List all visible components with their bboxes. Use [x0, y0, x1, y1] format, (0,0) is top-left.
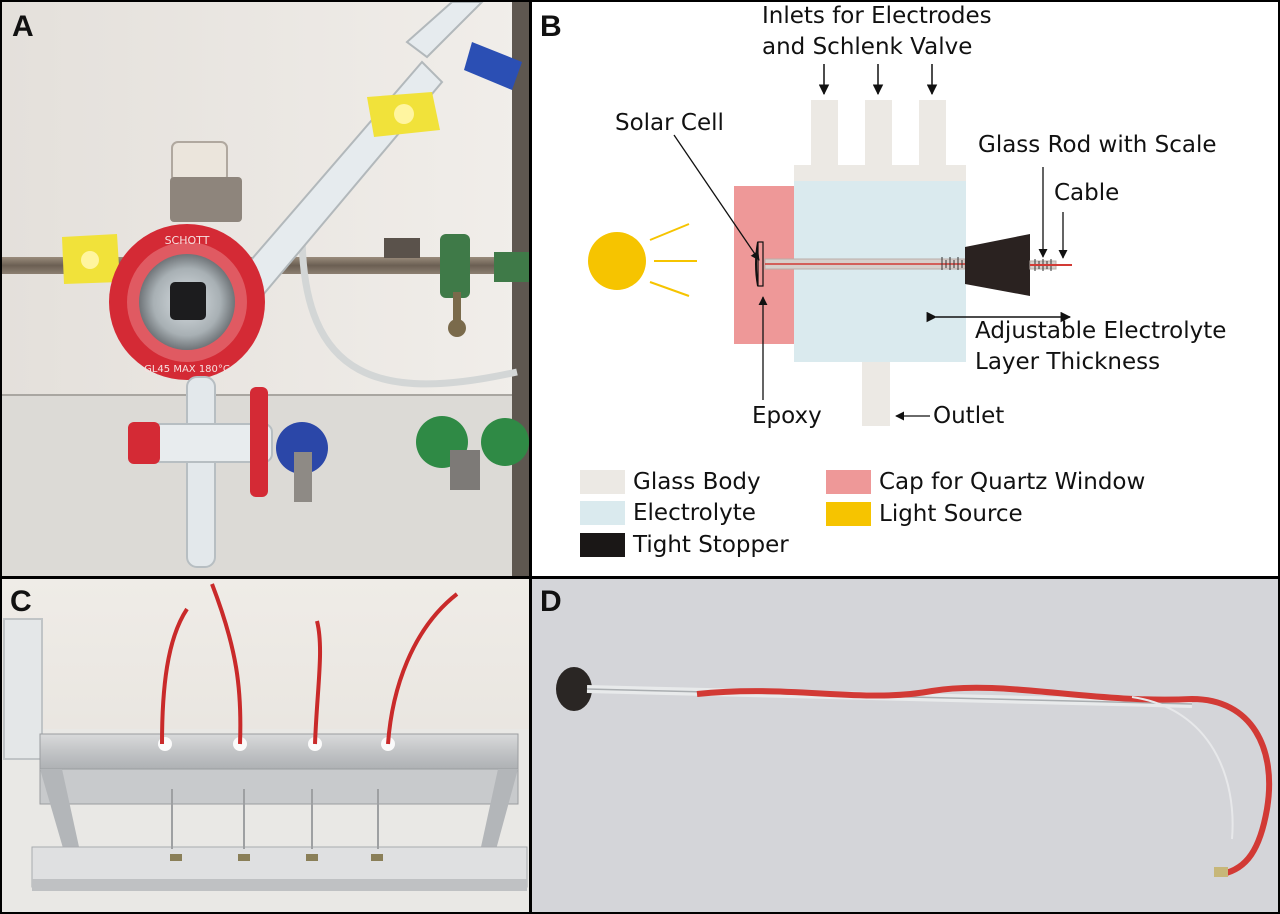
cable-label: Cable — [1054, 180, 1120, 206]
red-wire — [160, 607, 189, 745]
holder-photo — [2, 579, 529, 912]
legend-label: Glass Body — [633, 469, 761, 495]
legend-item-cap: Cap for Quartz Window — [826, 469, 1145, 495]
legend-swatch — [580, 501, 625, 525]
legend-item-light-source: Light Source — [826, 501, 1023, 527]
solar-cell-arrow — [673, 134, 760, 261]
inlets-label-line1: Inlets for Electrodes — [762, 3, 992, 29]
solar-cell — [757, 241, 764, 287]
light-source — [588, 232, 646, 290]
rod-photo — [532, 579, 1278, 912]
legend-swatch — [580, 470, 625, 494]
panel-a-photo: A — [2, 2, 529, 576]
epoxy-label: Epoxy — [752, 403, 822, 429]
inlet-1 — [811, 100, 838, 166]
legend-swatch — [826, 470, 871, 494]
legend-label: Light Source — [879, 501, 1023, 527]
inlets-label-line2: and Schlenk Valve — [762, 34, 973, 60]
adjustable-label-line1: Adjustable Electrolyte — [975, 318, 1227, 344]
inlet-2 — [865, 100, 892, 166]
electrolyte-region — [794, 181, 966, 362]
legend-item-glass-body: Glass Body — [580, 469, 761, 495]
panel-letter-d: D — [540, 585, 562, 618]
legend-item-tight-stopper: Tight Stopper — [580, 532, 789, 558]
solar-cell-end — [556, 667, 592, 711]
outlet-label: Outlet — [933, 403, 1005, 429]
glass-rod-label: Glass Rod with Scale — [978, 132, 1217, 158]
solar-cell-photo — [170, 282, 206, 320]
red-wire — [313, 620, 323, 745]
holder-top — [39, 733, 519, 770]
legend-label: Electrolyte — [633, 500, 756, 526]
red-wire — [386, 592, 459, 745]
tight-stopper — [965, 234, 1030, 296]
glass-body — [794, 165, 966, 181]
light-ray — [649, 223, 690, 241]
cap-text-2: GL45 MAX 180°C — [144, 364, 230, 375]
panel-d-photo: D — [532, 579, 1278, 912]
legend-item-electrolyte: Electrolyte — [580, 500, 756, 526]
adjustable-label-line2: Layer Thickness — [975, 349, 1161, 375]
panel-c-photo: C — [2, 579, 529, 912]
cell-setup-photo: SCHOTT GL45 MAX 180°C — [2, 2, 529, 576]
legend-label: Tight Stopper — [633, 532, 789, 558]
legend-swatch — [580, 533, 625, 557]
inlet-3 — [919, 100, 946, 166]
light-ray — [649, 281, 690, 297]
red-cable — [696, 684, 1273, 877]
solar-cell-label: Solar Cell — [615, 110, 724, 136]
panel-letter-a: A — [12, 10, 34, 43]
cap-text: SCHOTT — [165, 234, 210, 247]
outlet-tube — [862, 362, 890, 426]
panel-b-schematic: B — [532, 2, 1278, 576]
panel-letter-b: B — [540, 10, 562, 43]
legend-label: Cap for Quartz Window — [879, 469, 1146, 495]
legend-swatch — [826, 502, 871, 526]
red-wire — [210, 583, 243, 745]
panel-letter-c: C — [10, 585, 32, 618]
schematic-drawing — [588, 64, 1072, 426]
